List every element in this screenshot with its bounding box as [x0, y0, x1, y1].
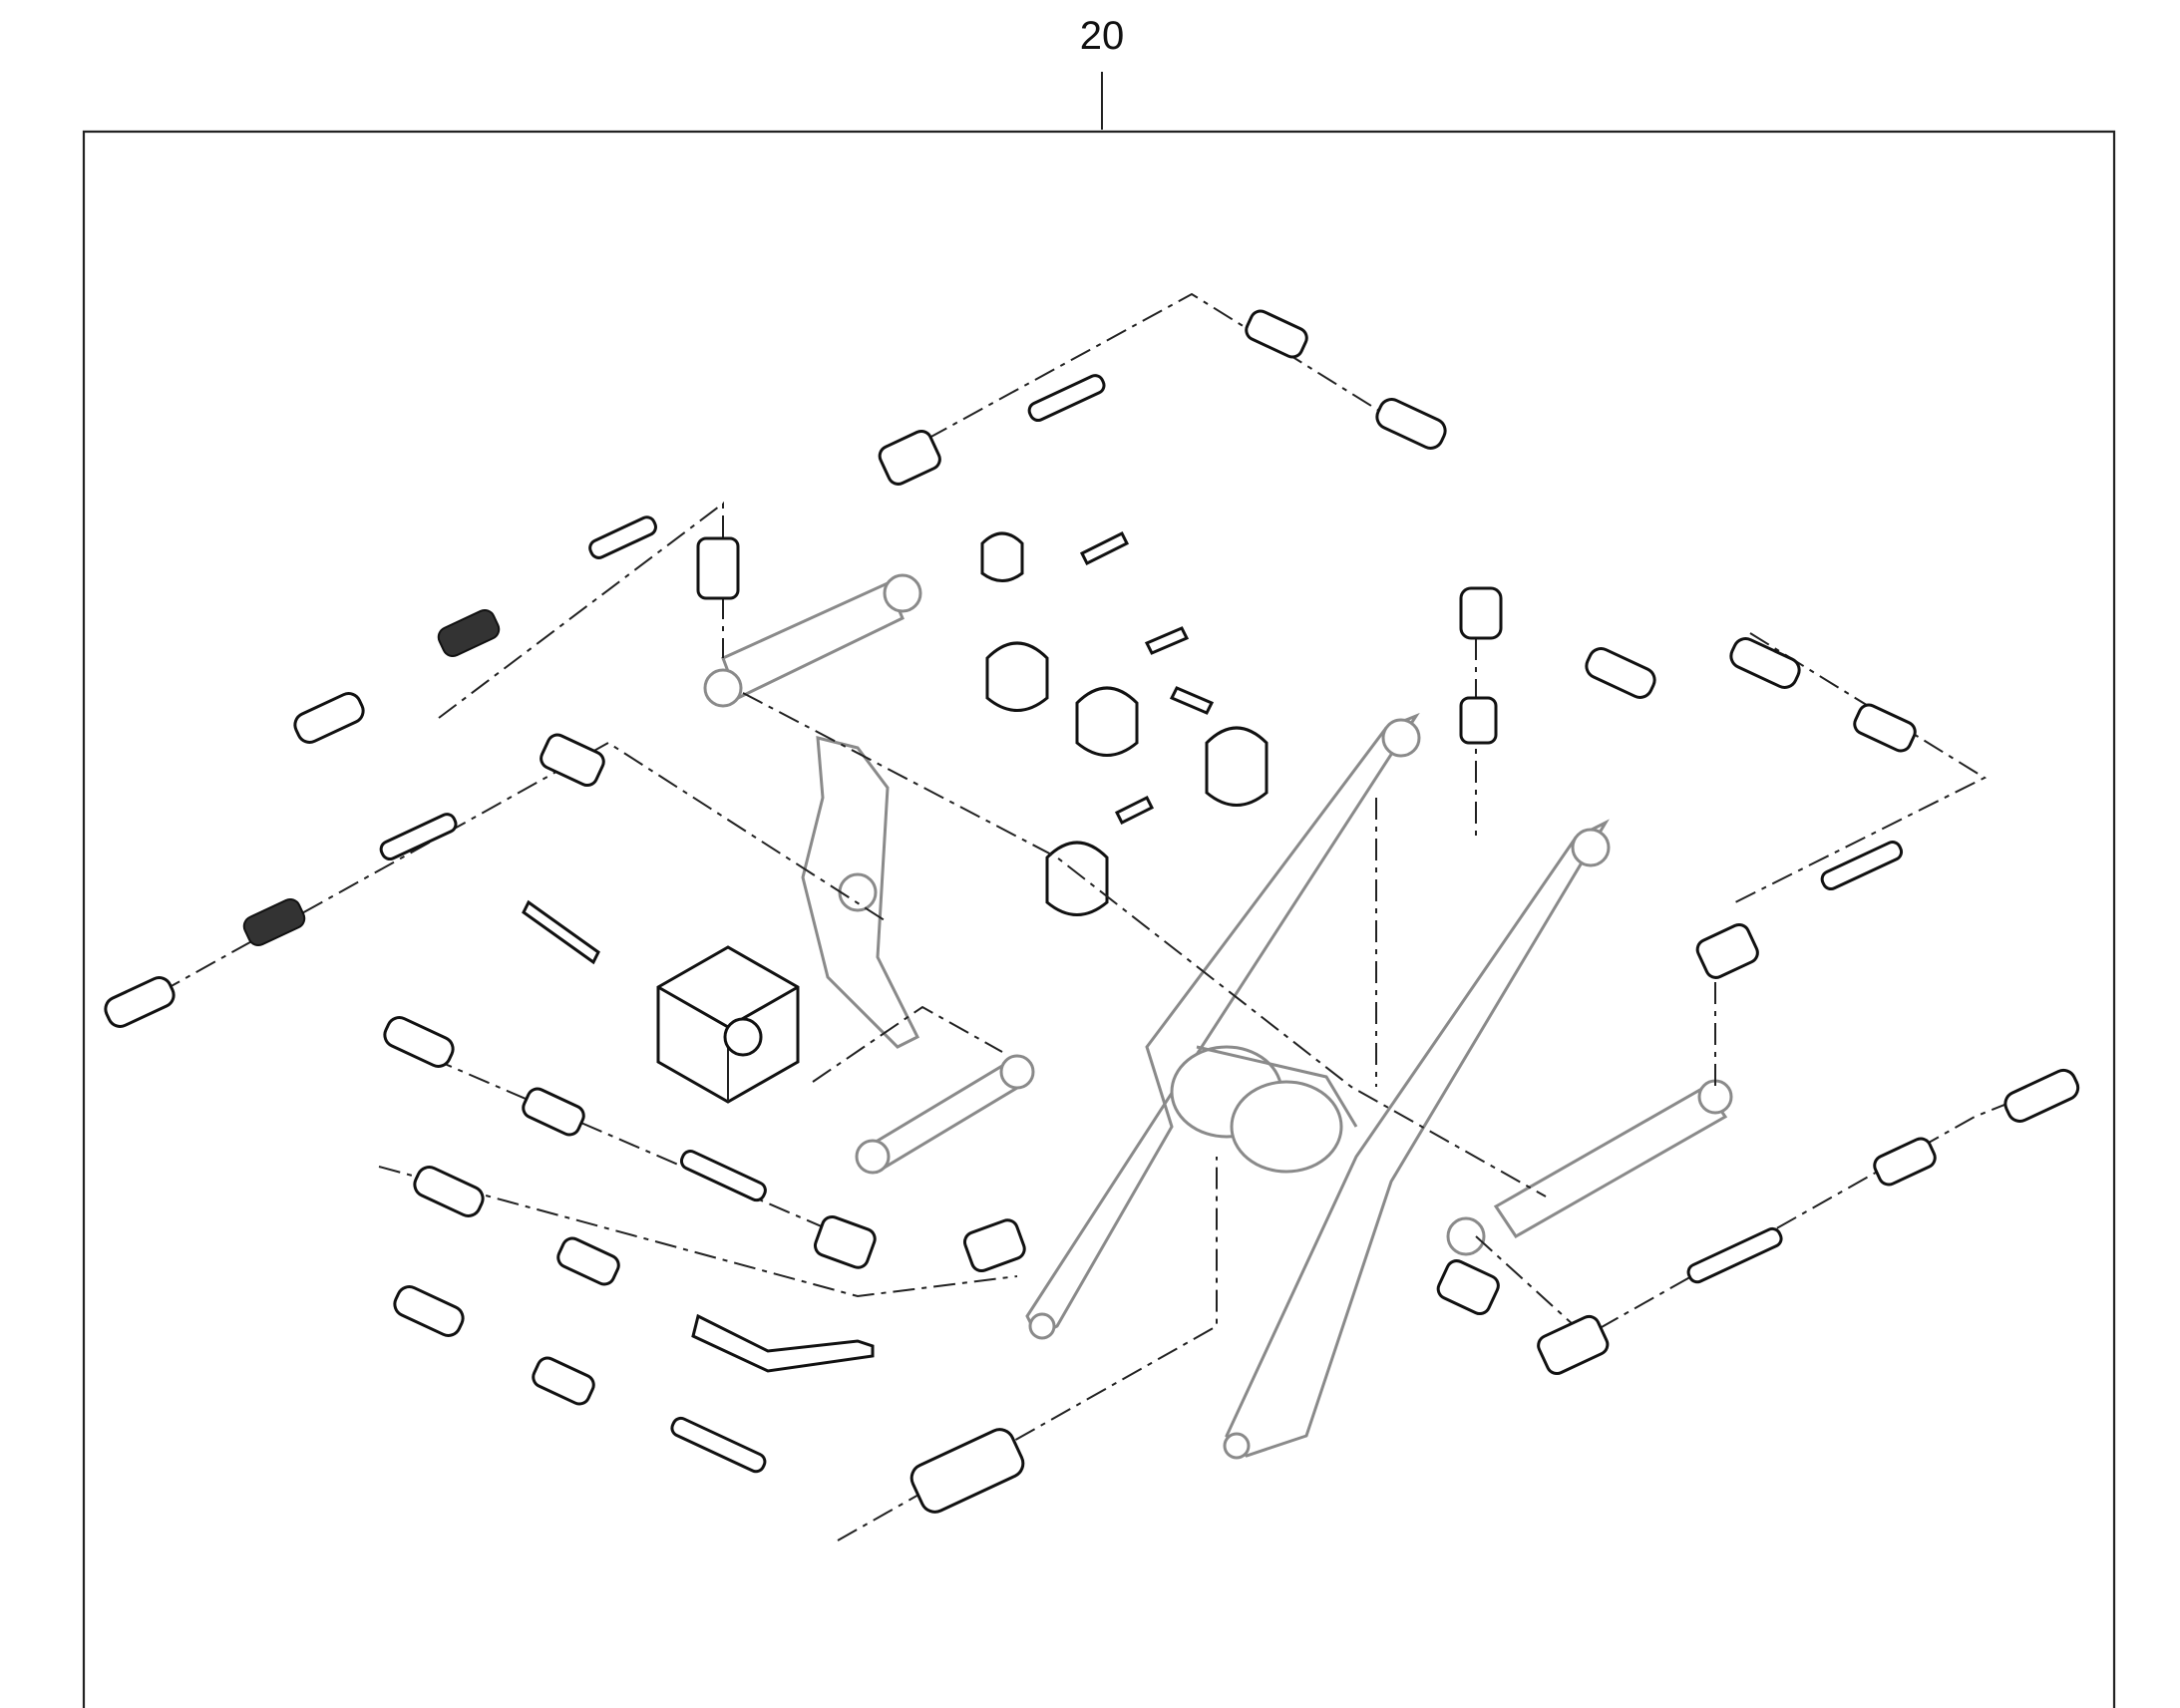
callout-number-label: 20: [1079, 14, 1125, 58]
clamp-block: [656, 945, 800, 1104]
lower-hydraulic-cylinder: [1446, 1079, 1733, 1256]
hose-clamp-double: [985, 641, 1139, 757]
loader-arm-ghost: [1025, 712, 1611, 1460]
assembly-frame: [82, 130, 2116, 1708]
fittings: [104, 309, 2080, 1514]
link-rod-ghost: [855, 1054, 1035, 1175]
bolts: [522, 530, 1215, 965]
assembly-lines: [124, 292, 2075, 1541]
hose-clamp-single: [980, 531, 1269, 916]
left-bracket-ghost: [801, 736, 920, 1049]
upper-hydraulic-cylinder: [703, 573, 922, 708]
